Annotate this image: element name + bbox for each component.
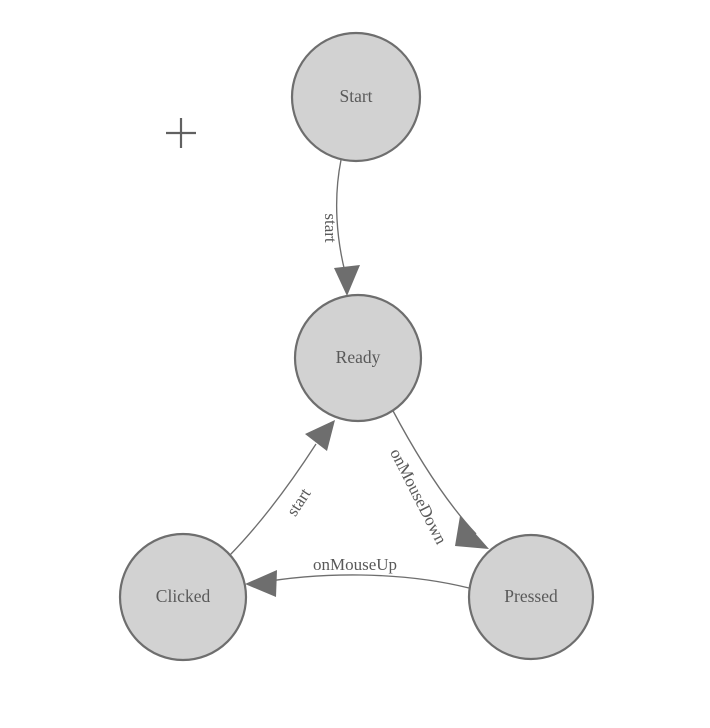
arrowhead-into-pressed <box>455 516 489 549</box>
node-clicked-label: Clicked <box>156 586 211 606</box>
edge-clicked-to-ready[interactable] <box>229 420 335 556</box>
node-start-label: Start <box>339 86 372 106</box>
arrowhead-into-clicked <box>245 570 277 597</box>
edge-label-start-to-ready: start <box>321 213 340 243</box>
node-ready-circle[interactable] <box>293 293 423 423</box>
edge-label-clicked-to-ready: start <box>283 484 315 519</box>
edge-path-pressed-to-clicked <box>257 574 470 589</box>
node-start-circle[interactable] <box>290 31 422 163</box>
edge-path-clicked-to-ready <box>229 443 317 556</box>
plus-crosshair-marker[interactable] <box>166 118 196 148</box>
arrowhead-into-ready-from-start <box>334 265 360 296</box>
edge-ready-to-pressed[interactable] <box>391 408 489 549</box>
edge-path-ready-to-pressed <box>391 408 477 535</box>
node-start[interactable]: Start <box>290 31 422 163</box>
edge-label-on-mouse-up: onMouseUp <box>313 555 397 574</box>
edge-path-start-to-ready <box>335 159 346 273</box>
node-clicked-circle[interactable] <box>118 532 248 662</box>
node-ready-label: Ready <box>336 347 381 367</box>
node-pressed-label: Pressed <box>504 586 558 606</box>
edge-label-on-mouse-down: onMouseDown <box>386 445 451 547</box>
node-pressed[interactable]: Pressed <box>467 533 595 661</box>
node-pressed-circle[interactable] <box>467 533 595 661</box>
arrowhead-into-ready-from-clicked <box>305 420 335 451</box>
node-ready[interactable]: Ready <box>293 293 423 423</box>
edge-pressed-to-clicked[interactable] <box>245 570 470 597</box>
edge-start-to-ready[interactable] <box>334 159 360 296</box>
node-clicked[interactable]: Clicked <box>118 532 248 662</box>
